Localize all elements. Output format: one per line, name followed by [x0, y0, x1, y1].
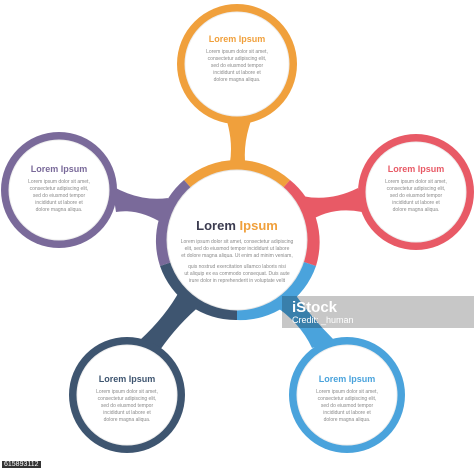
connector-bottom-left	[140, 290, 202, 350]
node-line: Lorem ipsum dolor sit amet,	[206, 49, 268, 55]
center-line: et dolore magna aliqua. Ut enim ad minim…	[181, 253, 293, 259]
center-line: irure dolor in reprehenderit in voluptat…	[188, 278, 286, 284]
node-line: incididunt ut labore et	[103, 410, 151, 416]
node-title: Lorem Ipsum	[318, 374, 376, 384]
center-inner	[166, 169, 308, 311]
node-line: consectetur adipiscing elit,	[386, 186, 446, 192]
watermark-credit: Credit: _human	[292, 315, 354, 325]
center-line: elit, sed do eiusmod tempor incididunt u…	[184, 246, 290, 252]
center-line: ut aliquip ex ea commodo consequat. Duis…	[184, 271, 290, 277]
node-line: Lorem ipsum dolor sit amet,	[385, 179, 447, 185]
node-left-content: Lorem Ipsum Lorem ipsum dolor sit amet, …	[19, 164, 99, 214]
node-line: incididunt ut labore et	[323, 410, 371, 416]
node-body: Lorem ipsum dolor sit amet, consectetur …	[87, 389, 167, 424]
node-line: Lorem ipsum dolor sit amet,	[96, 389, 158, 395]
center-line: quis nostrud exercitation ullamco labori…	[188, 264, 286, 270]
node-body: Lorem ipsum dolor sit amet, consectetur …	[19, 179, 99, 214]
node-line: Lorem ipsum dolor sit amet,	[28, 179, 90, 185]
center-body: Lorem ipsum dolor sit amet, consectetur …	[172, 239, 302, 285]
node-line: sed do eiusmod tempor	[210, 63, 264, 69]
node-line: consectetur adipiscing elit,	[317, 396, 377, 402]
node-line: dolore magna aliqua.	[103, 417, 151, 423]
watermark-brand-text: iStock	[292, 299, 338, 316]
node-line: consectetur adipiscing elit,	[207, 56, 267, 62]
node-line: Lorem ipsum dolor sit amet,	[316, 389, 378, 395]
node-bottom-left-content: Lorem Ipsum Lorem ipsum dolor sit amet, …	[87, 374, 167, 424]
stock-id-label: 615893112	[2, 461, 41, 468]
node-left	[1, 132, 117, 248]
node-line: sed do eiusmod tempor	[100, 403, 154, 409]
node-title: Lorem Ipsum	[98, 374, 156, 384]
node-line: incididunt ut labore et	[213, 70, 261, 76]
node-line: sed do eiusmod tempor	[320, 403, 374, 409]
node-line: consectetur adipiscing elit,	[97, 396, 157, 402]
connector-right	[302, 188, 362, 222]
node-bottom-left	[69, 337, 185, 453]
node-bottom-right-content: Lorem Ipsum Lorem ipsum dolor sit amet, …	[307, 374, 387, 424]
node-right	[358, 134, 474, 250]
node-line: dolore magna aliqua.	[392, 207, 440, 213]
node-body: Lorem ipsum dolor sit amet, consectetur …	[197, 49, 277, 84]
node-line: consectetur adipiscing elit,	[29, 186, 89, 192]
node-title: Lorem Ipsum	[208, 34, 266, 44]
node-line: dolore magna aliqua.	[213, 77, 261, 83]
center-title-a: Lorem	[196, 218, 236, 233]
node-line: incididunt ut labore et	[35, 200, 83, 206]
center-line: Lorem ipsum dolor sit amet, consectetur …	[180, 239, 294, 245]
node-line: sed do eiusmod tempor	[32, 193, 86, 199]
node-top-content: Lorem Ipsum Lorem ipsum dolor sit amet, …	[197, 34, 277, 84]
center-title: Lorem Ipsum	[172, 218, 302, 233]
watermark-credit-text: Credit: _human	[292, 315, 354, 325]
node-top	[177, 4, 297, 124]
node-right-content: Lorem Ipsum Lorem ipsum dolor sit amet, …	[376, 164, 456, 214]
node-line: dolore magna aliqua.	[35, 207, 83, 213]
connector-left	[112, 186, 168, 224]
node-bottom-right	[289, 337, 405, 453]
watermark-band	[282, 296, 474, 328]
node-line: dolore magna aliqua.	[323, 417, 371, 423]
node-title: Lorem Ipsum	[30, 164, 88, 174]
node-line: sed do eiusmod tempor	[389, 193, 443, 199]
node-line: incididunt ut labore et	[392, 200, 440, 206]
center-title-b: Ipsum	[239, 218, 278, 233]
node-body: Lorem ipsum dolor sit amet, consectetur …	[307, 389, 387, 424]
center-ring	[155, 159, 320, 321]
center-content: Lorem Ipsum Lorem ipsum dolor sit amet, …	[172, 218, 302, 285]
watermark-brand: iStock	[292, 299, 337, 316]
node-body: Lorem ipsum dolor sit amet, consectetur …	[376, 179, 456, 214]
node-title: Lorem Ipsum	[387, 164, 445, 174]
